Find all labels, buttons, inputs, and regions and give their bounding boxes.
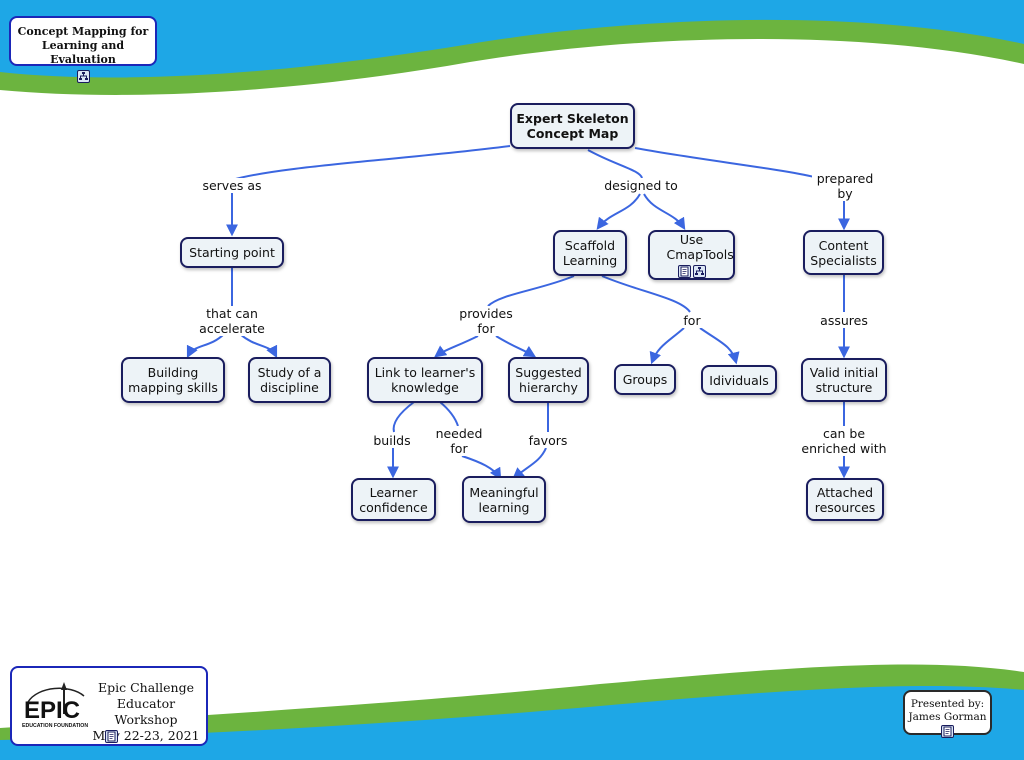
concept-content-specialists[interactable]: Content Specialists (803, 230, 884, 275)
concept-link-to-knowledge[interactable]: Link to learner's knowledge (367, 357, 483, 403)
link-line-root-designed-to (587, 149, 643, 179)
link-designed-to[interactable]: designed to (598, 178, 684, 193)
concept-scaffold-learning[interactable]: Scaffold Learning (553, 230, 627, 276)
concept-use-cmaptools-label: Use CmapTools (666, 232, 734, 262)
concept-learner-confidence[interactable]: Learner confidence (351, 478, 436, 521)
concept-map-icon[interactable] (76, 69, 90, 83)
document-icon[interactable] (105, 730, 118, 743)
concept-valid-initial-structure[interactable]: Valid initial structure (801, 358, 887, 402)
bottom-sky-band (0, 685, 1024, 760)
epic-logo-subtext: EDUCATION FOUNDATION (22, 723, 88, 729)
footer-left-line-1: Epic Challenge (97, 680, 194, 695)
link-line-provides-link (434, 335, 479, 358)
link-prepared-by[interactable]: prepared by (812, 171, 878, 201)
link-serves-as[interactable]: serves as (196, 178, 268, 193)
link-line-for-groups (649, 327, 685, 365)
link-needed-for[interactable]: needed for (432, 426, 486, 456)
concept-study-of-a-discipline[interactable]: Study of a discipline (248, 357, 331, 403)
link-line-scaffold-provides (487, 275, 575, 307)
link-line-designed-to-cmaptools (643, 193, 686, 231)
top-grass-band (0, 19, 1024, 95)
epic-logo-text: EPIC (24, 697, 80, 724)
bottom-grass-band (0, 664, 1024, 746)
link-line-designed-to-scaffold (596, 193, 641, 230)
header-title-card[interactable]: Concept Mapping for Learning and Evaluat… (9, 16, 157, 83)
link-line-scaffold-for (601, 275, 691, 313)
link-favors[interactable]: favors (524, 433, 572, 448)
link-line-link-builds (392, 401, 415, 433)
link-line-accelerate-building (186, 333, 225, 359)
concept-individuals[interactable]: Idividuals (701, 365, 777, 395)
header-title: Concept Mapping for Learning and Evaluat… (17, 25, 149, 66)
presenter-name: James Gorman (908, 711, 987, 723)
link-line-for-individuals (699, 327, 740, 365)
link-builds[interactable]: builds (369, 433, 415, 448)
link-for[interactable]: for (680, 313, 704, 328)
concept-attached-resources[interactable]: Attached resources (806, 478, 884, 521)
link-that-can-accelerate[interactable]: that can accelerate (192, 306, 272, 336)
link-can-be-enriched-with[interactable]: can be enriched with (800, 426, 888, 456)
concept-meaningful-learning[interactable]: Meaningful learning (462, 476, 546, 523)
link-line-accelerate-study (239, 333, 278, 359)
concept-building-mapping-skills[interactable]: Building mapping skills (121, 357, 225, 403)
concept-suggested-hierarchy[interactable]: Suggested hierarchy (508, 357, 589, 403)
concept-use-cmaptools[interactable]: Use CmapTools (648, 230, 735, 280)
link-line-needed-meaningful (461, 455, 502, 481)
epic-logo: EPIC EDUCATION FOUNDATION (18, 676, 90, 730)
link-provides-for[interactable]: provides for (456, 306, 516, 336)
link-line-link-needed (439, 401, 459, 427)
concept-groups[interactable]: Groups (614, 364, 676, 395)
document-icon[interactable] (677, 265, 691, 278)
link-line-root-serves-as (231, 145, 511, 181)
link-line-root-prepared-by (634, 147, 819, 179)
concept-expert-skeleton[interactable]: Expert Skeleton Concept Map (510, 103, 635, 149)
link-assures[interactable]: assures (814, 313, 874, 328)
document-icon[interactable] (941, 725, 954, 738)
link-line-favors-meaningful (512, 447, 547, 480)
link-line-provides-suggested (495, 335, 537, 358)
concept-map-icon[interactable] (692, 265, 706, 278)
footer-left-line-3: May 22-23, 2021 (92, 728, 200, 743)
presenter-card[interactable]: Presented by: James Gorman (903, 690, 992, 738)
presenter-label: Presented by: (910, 698, 985, 710)
concept-starting-point[interactable]: Starting point (180, 237, 284, 268)
footer-workshop-card[interactable]: EPIC EDUCATION FOUNDATION Epic Challenge… (10, 666, 208, 746)
footer-left-line-2: Educator Workshop (114, 696, 178, 727)
